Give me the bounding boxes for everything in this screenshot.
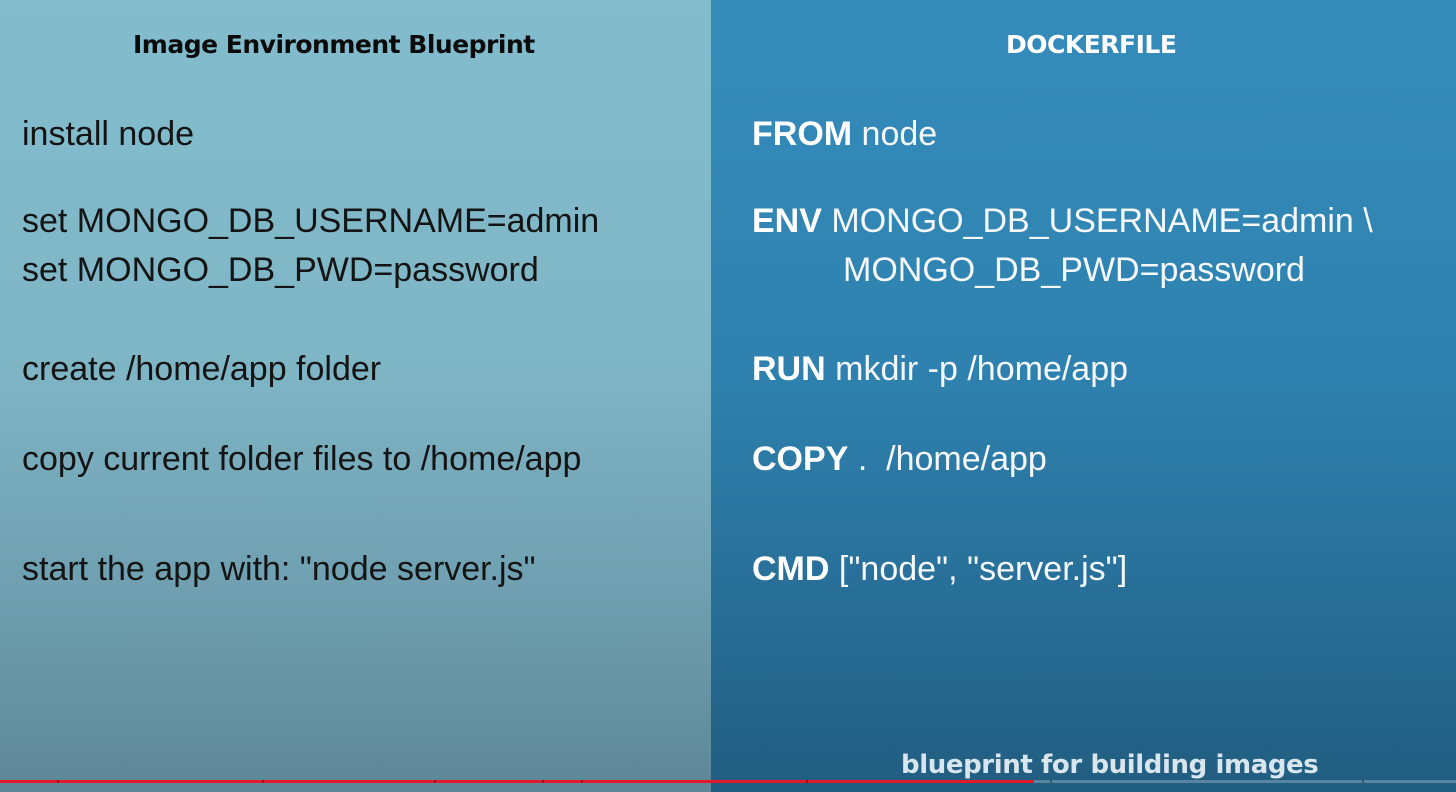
dockerfile-heading: DOCKERFILE — [1006, 30, 1177, 59]
dockerfile-instruction-cmd: CMD ["node", "server.js"] — [752, 545, 1127, 593]
dockerfile-args: MONGO_DB_USERNAME=admin \ — [831, 202, 1373, 240]
dockerfile-instruction-copy: COPY . /home/app — [752, 435, 1047, 483]
video-progress-played — [0, 780, 1034, 783]
blueprint-line-set-username: set MONGO_DB_USERNAME=admin — [22, 202, 600, 240]
blueprint-line-install: install node — [22, 115, 195, 153]
dockerfile-instruction-run: RUN mkdir -p /home/app — [752, 345, 1128, 393]
blueprint-line-copy: copy current folder files to /home/app — [22, 440, 582, 478]
blueprint-heading: Image Environment Blueprint — [133, 30, 535, 59]
chapter-marker — [1362, 780, 1364, 783]
chapter-marker — [434, 780, 436, 783]
dockerfile-keyword: CMD — [752, 550, 830, 588]
chapter-marker — [57, 780, 59, 783]
dockerfile-instruction-from: FROM node — [752, 110, 937, 158]
dockerfile-keyword: FROM — [752, 115, 853, 153]
dockerfile-args: ["node", "server.js"] — [838, 550, 1128, 588]
video-progress-bar[interactable] — [0, 780, 1456, 783]
slide-caption: blueprint for building images — [901, 750, 1319, 780]
blueprint-line-create-folder: create /home/app folder — [22, 350, 382, 388]
chapter-marker — [1050, 780, 1052, 783]
dockerfile-env-continuation: MONGO_DB_PWD=password — [843, 251, 1305, 289]
dockerfile-args: . /home/app — [857, 440, 1047, 478]
dockerfile-instruction-env: ENV MONGO_DB_USERNAME=admin \ — [752, 197, 1373, 245]
dockerfile-keyword: COPY — [752, 440, 849, 478]
blueprint-line-set-pwd: set MONGO_DB_PWD=password — [22, 251, 539, 289]
blueprint-line-start: start the app with: "node server.js" — [22, 550, 536, 588]
dockerfile-args: node — [861, 115, 938, 153]
dockerfile-keyword: ENV — [752, 202, 822, 240]
dockerfile-panel: DOCKERFILE — [711, 0, 1456, 792]
chapter-marker — [542, 780, 544, 783]
chapter-marker — [581, 780, 583, 783]
chapter-marker — [806, 780, 808, 783]
dockerfile-keyword: RUN — [752, 350, 826, 388]
blueprint-panel: Image Environment Blueprint — [0, 0, 711, 792]
dockerfile-args: mkdir -p /home/app — [835, 350, 1129, 388]
chapter-marker — [262, 780, 264, 783]
